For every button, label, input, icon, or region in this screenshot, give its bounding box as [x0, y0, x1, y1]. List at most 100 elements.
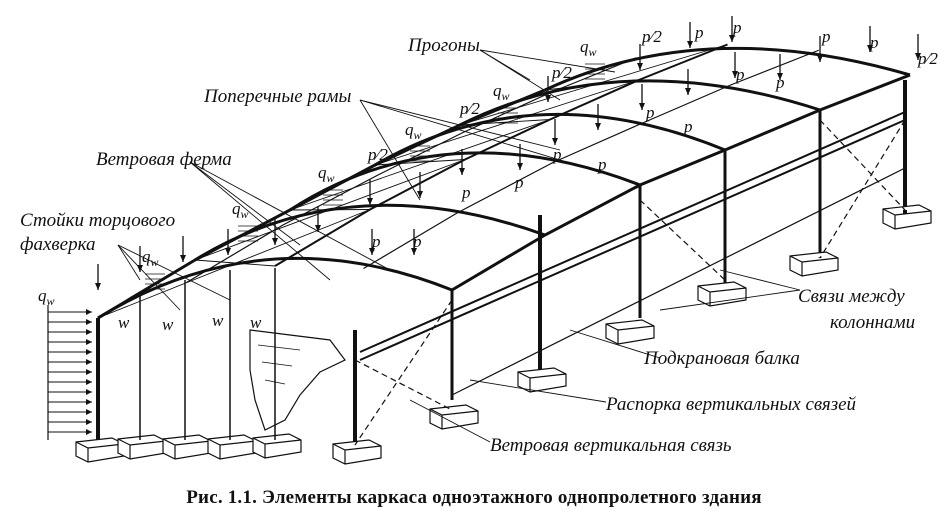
load-arrows [47, 16, 921, 440]
foundation-block [207, 434, 257, 460]
p-label: p [371, 232, 381, 251]
p-arrowhead [411, 248, 417, 255]
figure-caption: Рис. 1.1. Элементы каркаса одноэтажного … [186, 487, 762, 508]
wind-arrowhead [86, 369, 92, 375]
leader-line [719, 269, 801, 291]
qw-label: qw [38, 286, 55, 308]
roof-brace [289, 209, 371, 211]
p-label: p [461, 183, 471, 202]
p-label: p [821, 27, 831, 46]
p-arrowhead [915, 53, 921, 60]
p-label: p [694, 23, 704, 42]
leader-line [359, 99, 421, 201]
p-arrowhead [272, 238, 278, 245]
foundations [75, 204, 932, 465]
wind-arrowhead [86, 309, 92, 315]
p-arrowhead [225, 248, 231, 255]
p-label: p [514, 173, 524, 192]
leader-line [659, 289, 801, 311]
p-arrowhead [777, 73, 783, 80]
roof-truss [97, 256, 453, 320]
p-arrowhead [687, 41, 693, 48]
p-arrowhead [545, 95, 551, 102]
foundation-block [75, 437, 125, 463]
p-half-label: p⁄2 [917, 49, 938, 68]
p-arrowhead [637, 63, 643, 70]
foundation-block [252, 433, 302, 459]
wind-arrowhead [86, 409, 92, 415]
crane-beam-line [359, 119, 906, 361]
leader-line [189, 161, 301, 246]
columns [96, 80, 907, 445]
column-brace [819, 119, 906, 211]
qw-label: qw [318, 163, 335, 185]
w-label: w [118, 313, 130, 332]
p-arrowhead [552, 138, 558, 145]
p-half-label: p⁄2 [367, 145, 388, 164]
roof-brace [544, 79, 641, 91]
p-arrowhead [367, 198, 373, 205]
p-arrowhead [817, 55, 823, 62]
label-crane-beam: Подкрановая балка [644, 348, 800, 369]
foundation-block [697, 281, 747, 307]
strut-line [451, 167, 906, 396]
wind-arrowhead [86, 339, 92, 345]
p-arrowhead [417, 191, 423, 198]
p-label: p [732, 18, 742, 37]
wind-arrowhead [86, 419, 92, 425]
p-half-label: p⁄2 [459, 99, 480, 118]
leader-line [359, 99, 561, 151]
leader-line [117, 244, 181, 311]
roof-brace [459, 119, 551, 126]
foundation-block [332, 439, 382, 465]
p-arrowhead [517, 163, 523, 170]
p-arrowhead [315, 225, 321, 232]
p-half-label: p⁄2 [641, 27, 662, 46]
leader-line [189, 161, 391, 271]
crane-beam-line [359, 111, 906, 353]
foundation-block [882, 204, 932, 230]
label-wind-vertical-bracing: Ветровая вертикальная связь [490, 435, 732, 456]
leader-line [189, 161, 331, 281]
label-column-bracing-2: колоннами [830, 312, 916, 333]
roof-brace [97, 209, 371, 319]
leader-line [479, 49, 616, 73]
p-label: p [869, 33, 879, 52]
leader-line [469, 379, 607, 403]
leader-line [117, 244, 141, 281]
wind-arrowhead [86, 429, 92, 435]
label-end-posts-2: фахверка [20, 234, 96, 255]
end-wall-posts [139, 268, 276, 440]
foundation-block [517, 367, 567, 393]
w-label: w [212, 311, 224, 330]
ground-fragment [249, 329, 346, 431]
label-vertical-strut: Распорка вертикальных связей [606, 394, 857, 415]
purlins [186, 49, 819, 284]
column-brace [354, 299, 453, 446]
leader-line [409, 399, 491, 443]
p-arrowhead [369, 248, 375, 255]
p-arrowhead [729, 35, 735, 42]
p-label: p [597, 155, 607, 174]
wind-arrowhead [86, 319, 92, 325]
p-label: p [552, 145, 562, 164]
label-column-bracing-1: Связи между [798, 286, 905, 307]
qw-label: qw [580, 37, 597, 59]
p-arrowhead [732, 71, 738, 78]
w-label: w [250, 313, 262, 332]
wind-arrowhead [86, 389, 92, 395]
back-eave [451, 73, 911, 292]
leader-line [359, 99, 601, 173]
p-arrowhead [595, 123, 601, 130]
purlin [363, 49, 819, 270]
label-wind-truss: Ветровая ферма [96, 149, 232, 170]
p-arrowhead [867, 45, 873, 52]
foundation-block [789, 251, 839, 277]
p-half-label: p⁄2 [551, 63, 572, 82]
ridge-line [274, 43, 728, 267]
label-cross-frames: Поперечные рамы [204, 86, 352, 107]
p-arrowhead [685, 88, 691, 95]
qw-label: qw [232, 199, 249, 221]
p-label: p [412, 232, 422, 251]
